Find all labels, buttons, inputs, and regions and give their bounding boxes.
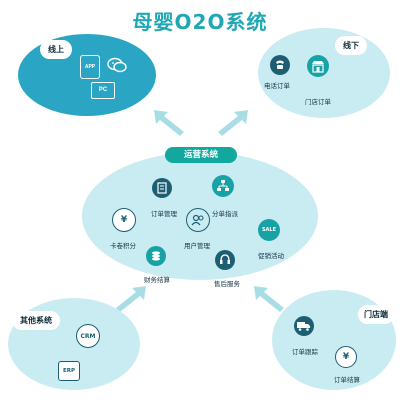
wechat-icon <box>107 57 127 73</box>
store-tag: 门店端 <box>358 305 394 324</box>
crm-label: CRM <box>80 332 96 340</box>
arrow-online-ops <box>154 110 184 136</box>
card-points-label: 卡卷积分 <box>110 242 136 250</box>
arrow-ops-store <box>254 286 284 312</box>
user-icon <box>186 208 210 232</box>
app-icon: APP <box>80 55 100 79</box>
dispatch-icon <box>212 175 234 197</box>
dispatch-label: 分单指派 <box>212 210 238 218</box>
store-order-label: 门店订单 <box>305 98 331 106</box>
pc-label: PC <box>98 87 108 93</box>
aftersales-label: 售后服务 <box>214 280 240 288</box>
store-icon <box>307 55 329 77</box>
arrow-ops-other <box>116 286 146 312</box>
ops-banner: 运营系统 <box>165 147 237 163</box>
other-tag: 其他系统 <box>12 311 60 330</box>
order-tracking-label: 订单跟踪 <box>292 348 318 356</box>
service-icon <box>215 250 235 270</box>
promotion-label: 促销活动 <box>258 252 284 260</box>
arrow-offline-ops <box>218 110 248 136</box>
finance-icon <box>146 246 166 266</box>
pc-icon: PC <box>91 82 115 99</box>
card-icon: ¥ <box>112 208 136 232</box>
order-settlement-label: 订单结算 <box>334 376 360 384</box>
settle-glyph: ¥ <box>342 352 350 362</box>
order-icon <box>152 178 172 198</box>
phone-icon <box>270 55 290 75</box>
finance-label: 财务结算 <box>144 276 170 284</box>
user-mgmt-label: 用户管理 <box>184 242 210 250</box>
delivery-icon <box>294 316 314 336</box>
online-tag: 线上 <box>40 40 72 59</box>
crm-icon: CRM <box>76 324 100 348</box>
app-label: APP <box>84 64 96 70</box>
phone-order-label: 电话订单 <box>264 82 290 90</box>
erp-label: ERP <box>62 368 76 374</box>
order-mgmt-label: 订单管理 <box>151 210 177 218</box>
sale-glyph: SALE <box>261 227 277 233</box>
settle-icon: ¥ <box>335 346 357 368</box>
card-glyph: ¥ <box>120 215 128 225</box>
offline-tag: 线下 <box>335 36 367 55</box>
erp-icon: ERP <box>58 361 80 381</box>
sale-icon: SALE <box>258 219 280 241</box>
page-title: 母婴O2O系统 <box>132 10 268 34</box>
